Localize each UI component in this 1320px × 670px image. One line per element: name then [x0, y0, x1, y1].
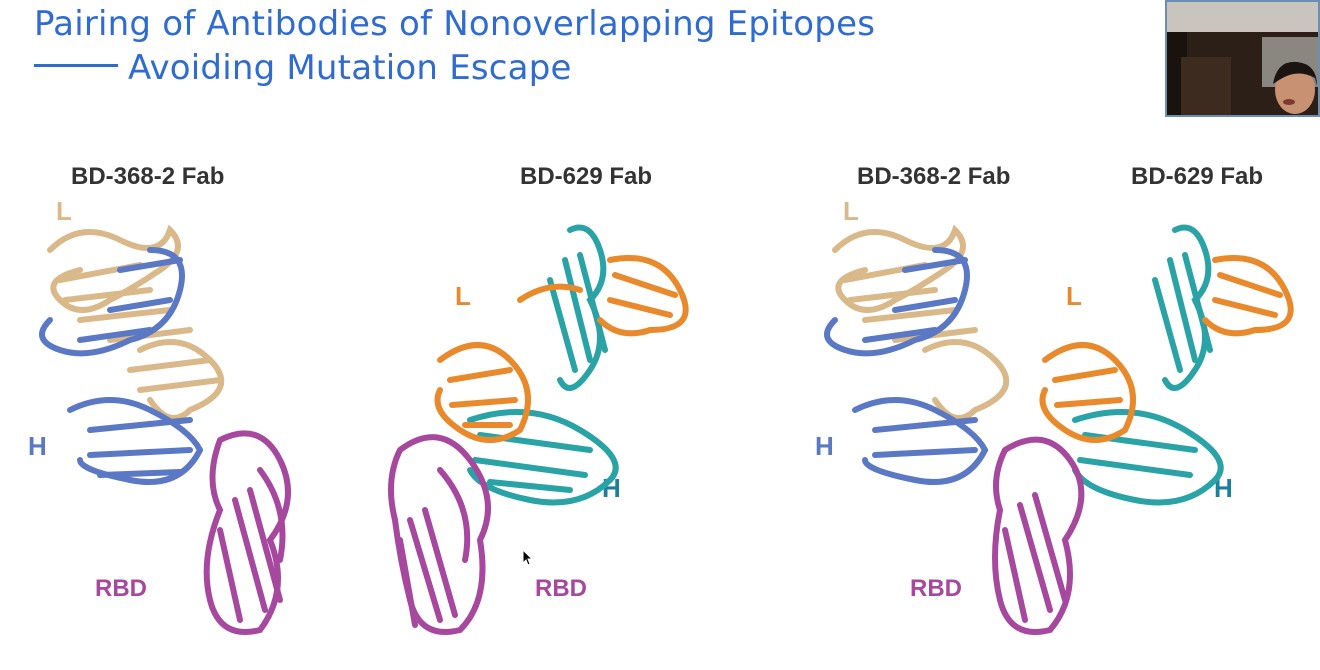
slide-title: Pairing of Antibodies of Nonoverlapping …	[34, 2, 875, 90]
bd368-heavy-chain-ribbon	[39, 247, 204, 485]
panel3-rbd-label: RBD	[910, 575, 962, 602]
panel1-rbd-label: RBD	[95, 575, 147, 602]
panel3-heavy2-label: H	[1214, 473, 1233, 503]
bd629-heavy-chain-ribbon-combined	[1072, 224, 1224, 506]
title-dash	[34, 64, 118, 67]
rbd-ribbon-2	[388, 434, 491, 635]
panel3-light1-label: L	[843, 196, 859, 226]
panel2-rbd-label: RBD	[535, 575, 587, 602]
bd629-light-chain-ribbon	[434, 255, 689, 443]
webcam-video-feed[interactable]	[1165, 0, 1320, 117]
slide-title-line2: Avoiding Mutation Escape	[34, 46, 875, 90]
mouse-cursor-icon	[522, 549, 534, 566]
panel1-light-chain-label: L	[56, 196, 72, 226]
bd368-light-chain-ribbon-combined	[832, 224, 1010, 421]
panel2-light-chain-label: L	[455, 281, 471, 311]
panel1-fab-label: BD-368-2 Fab	[71, 163, 225, 190]
rbd-ribbon	[203, 430, 291, 635]
panel1-structure-image	[39, 224, 291, 635]
bd368-light-chain-ribbon	[47, 224, 225, 421]
presenter-video-image	[1167, 2, 1318, 115]
slide-title-line1: Pairing of Antibodies of Nonoverlapping …	[34, 4, 876, 44]
panel3-structure-image	[824, 224, 1294, 635]
panel2-structure-image	[388, 224, 689, 635]
panel1-heavy-chain-label: H	[28, 431, 47, 461]
panel3-fab1-label: BD-368-2 Fab	[857, 163, 1011, 190]
panel3-light2-label: L	[1066, 281, 1082, 311]
panel3-heavy1-label: H	[815, 431, 834, 461]
rbd-ribbon-combined	[992, 436, 1085, 635]
bd629-light-chain-ribbon-combined	[1039, 255, 1294, 443]
panel2-fab-label: BD-629 Fab	[520, 163, 653, 190]
panel3-fab2-label: BD-629 Fab	[1131, 163, 1264, 190]
bd629-heavy-chain-ribbon	[467, 224, 619, 506]
bd368-heavy-chain-ribbon-combined	[824, 247, 989, 485]
